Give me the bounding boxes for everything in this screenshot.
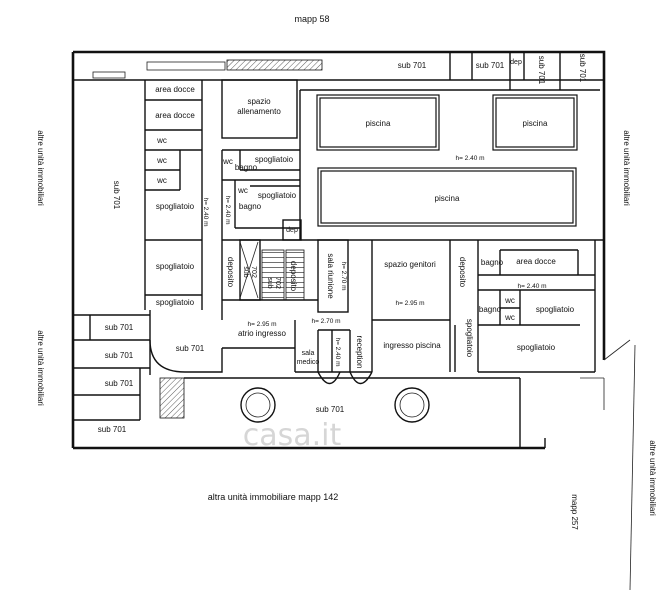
height-mid: h= 2.40 m (224, 195, 231, 224)
height-pool: h= 2.40 m (455, 155, 484, 162)
room-sub702-c: sub (266, 277, 273, 288)
height-atrio-2: h= 2.70 m (311, 318, 340, 325)
room-dep-mid: dep (286, 227, 298, 234)
room-wc-1: wc (156, 136, 167, 145)
room-sub701-d: sub 701 (105, 379, 134, 388)
room-piscina-3: piscina (435, 194, 460, 203)
room-sub701-b: sub 701 (176, 344, 205, 353)
room-deposito-3: deposito (458, 257, 467, 288)
room-sub701-vert-b: sub 701 (578, 54, 587, 83)
room-area-docce-r: area docce (516, 257, 556, 266)
room-wc-5: wc (237, 186, 248, 195)
room-deposito-1: deposito (226, 257, 235, 288)
height-genitori: h= 2.95 m (395, 300, 424, 307)
room-sub701-top: sub 701 (398, 61, 427, 70)
room-area-docce-1: area docce (155, 85, 195, 94)
room-area-docce-2: area docce (155, 111, 195, 120)
room-sub701-top2: sub 701 (476, 61, 505, 70)
height-riunione: h= 2.70 m (340, 261, 347, 290)
room-reception: reception (355, 336, 364, 369)
room-wc-r2: wc (504, 313, 515, 322)
room-sub701-court: sub 701 (316, 405, 345, 414)
room-spogliatoio-4: spogliatoio (255, 155, 294, 164)
room-sub701-a: sub 701 (105, 323, 134, 332)
room-deposito-2: deposito (289, 261, 298, 292)
interior-walls (73, 79, 604, 448)
room-spazio-genitori: spazio genitori (384, 260, 436, 269)
room-sub702-a: sub (242, 266, 249, 277)
room-ingresso-piscina: ingresso piscina (383, 341, 441, 350)
label-left-upper: altre unità immobiliari (36, 130, 45, 206)
courtyard-circles (240, 387, 430, 423)
height-medico: h= 2.40 m (334, 337, 341, 366)
room-piscina-2: piscina (523, 119, 548, 128)
outer-walls (71, 50, 636, 591)
room-wc-4: wc (222, 157, 233, 166)
room-spogliatoio-1: spogliatoio (156, 202, 195, 211)
room-labels: sub 701 sub 701 dep sub 701 sub 701 area… (98, 54, 587, 434)
room-bagno-1: bagno (235, 163, 258, 172)
room-wc-r1: wc (504, 296, 515, 305)
height-atrio: h= 2.95 m (247, 321, 276, 328)
room-sala: sala (302, 350, 315, 357)
label-right-lower: altre unità immobiliari (648, 440, 657, 516)
label-left-lower: altre unità immobiliari (36, 330, 45, 406)
room-sub702-b: 702 (250, 266, 257, 278)
room-sub701-c: sub 701 (105, 351, 134, 360)
label-right-upper: altre unità immobiliari (622, 130, 631, 206)
room-bagno-2: bagno (239, 202, 262, 211)
room-spogliatoio-r3: spogliatoio (517, 343, 556, 352)
room-piscina-1: piscina (366, 119, 391, 128)
room-allenamento: allenamento (237, 107, 281, 116)
room-bagno-r1: bagno (481, 258, 504, 267)
room-spogliatoio-3: spogliatoio (156, 298, 195, 307)
pools (316, 94, 578, 227)
height-left: h= 2.40 m (202, 197, 209, 226)
room-sala-riunione: sala riunione (326, 253, 335, 299)
room-wc-3: wc (156, 176, 167, 185)
room-spazio: spazio (247, 97, 271, 106)
room-spogliatoio-r1: spogliatoio (536, 305, 575, 314)
room-spogliatoio-2: spogliatoio (156, 262, 195, 271)
height-right: h= 2.40 m (517, 283, 546, 290)
room-spogliatoio-5: spogliatoio (258, 191, 297, 200)
room-atrio-ingresso: atrio ingresso (238, 329, 287, 338)
room-dep-top: dep (510, 59, 522, 66)
room-medico: medico (297, 359, 320, 366)
room-sub702-d: 702 (274, 277, 281, 289)
label-mapp-58: mapp 58 (294, 14, 329, 24)
label-mapp-142: altra unità immobiliare mapp 142 (208, 492, 339, 502)
label-mapp-257: mapp 257 (570, 494, 579, 530)
room-bagno-r2: bagno (479, 305, 502, 314)
room-wc-2: wc (156, 156, 167, 165)
room-spogliatoio-r2: spogliatoio (465, 319, 474, 358)
room-sub701-vert-a: sub 701 (537, 56, 546, 85)
room-sub701-left: sub 701 (112, 181, 121, 210)
room-sub701-e: sub 701 (98, 425, 127, 434)
